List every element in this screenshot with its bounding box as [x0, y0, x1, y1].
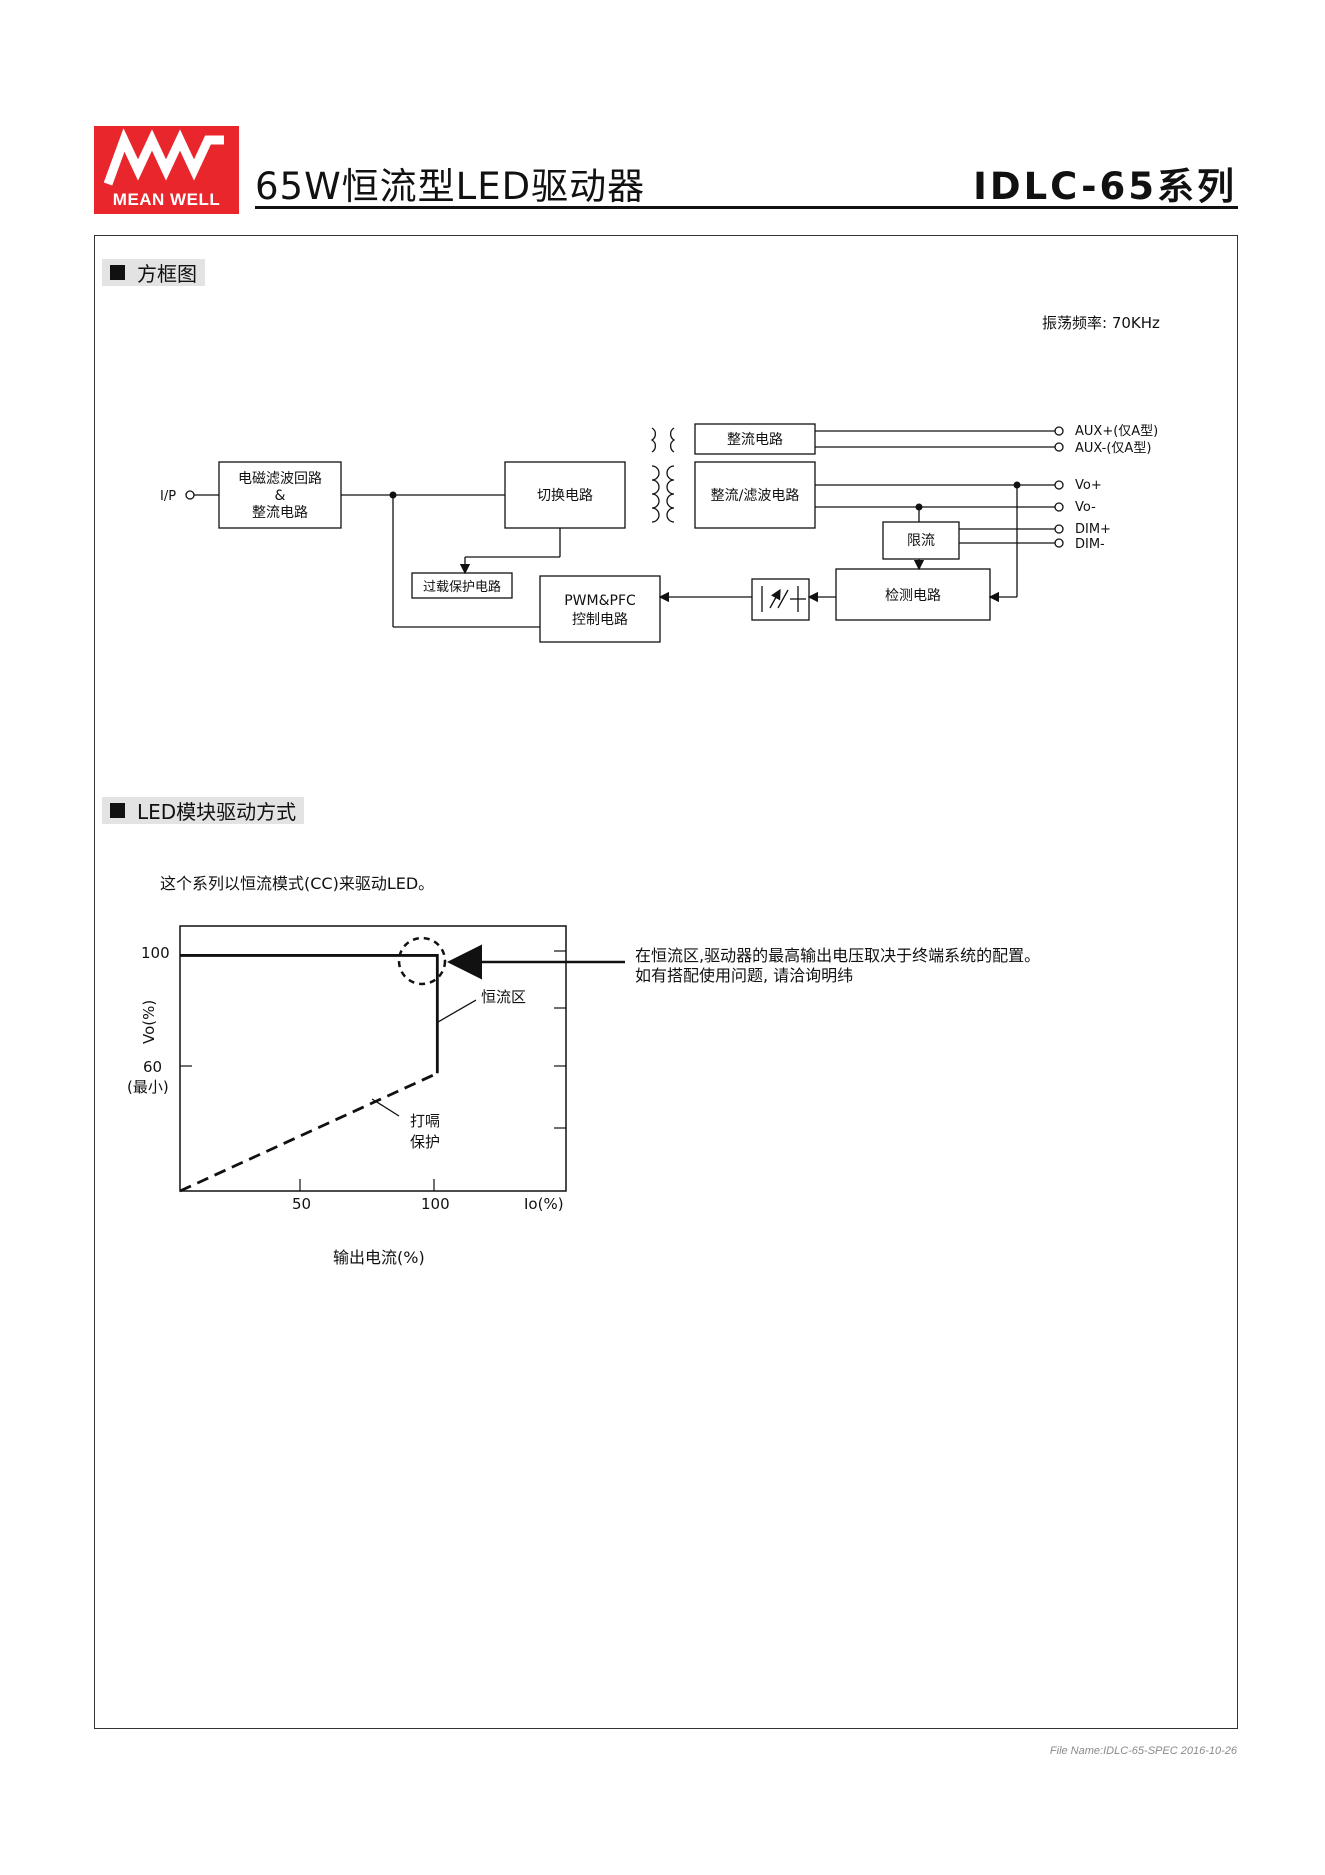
bullet-square	[110, 265, 125, 280]
vo-minus-label: Vo-	[1075, 500, 1096, 515]
led-drive-heading-text: LED模块驱动方式	[137, 800, 297, 824]
chart-series-layer	[179, 954, 439, 1193]
aux-rectifier-block	[694, 423, 816, 455]
detection-label: 检测电路	[885, 588, 941, 604]
aux-rectifier-label: 整流电路	[727, 432, 783, 448]
pwm-label-2: 控制电路	[572, 612, 628, 628]
oscillation-frequency: 振荡频率: 70KHz	[1042, 314, 1160, 332]
rectifier-filter-label: 整流/滤波电路	[711, 488, 800, 504]
series-name: IDLC-65系列	[973, 165, 1237, 208]
vo-plus-label: Vo+	[1075, 478, 1102, 493]
dim-plus-label: DIM+	[1075, 522, 1111, 537]
mean-well-logo: MEAN WELL	[94, 126, 239, 214]
y-tick-note: (最小)	[127, 1078, 169, 1096]
aux-minus-label: AUX-(仅A型)	[1075, 441, 1151, 456]
cc-region-note-line-2: 如有搭配使用问题, 请洽询明纬	[635, 966, 854, 985]
block-diagram-heading: 方框图	[102, 259, 205, 286]
cc-label-leader	[437, 999, 477, 1023]
cc-region-note-line-1: 在恒流区,驱动器的最高输出电压取决于终端系统的配置。	[635, 946, 1041, 965]
overload-label: 过载保护电路	[423, 579, 501, 595]
current-limit-block	[882, 521, 960, 560]
aux-plus-label: AUX+(仅A型)	[1075, 424, 1158, 439]
block-diagram-heading-text: 方框图	[137, 262, 197, 286]
dim-minus-label: DIM-	[1075, 537, 1105, 552]
y-tick-label: 60	[143, 1058, 162, 1076]
file-name-footer: File Name:IDLC-65-SPEC 2016-10-26	[1049, 1745, 1237, 1757]
page-title: 65W恒流型LED驱动器	[255, 165, 646, 208]
hiccup-label-1: 打嗝	[410, 1112, 440, 1130]
drive-mode-intro: 这个系列以恒流模式(CC)来驱动LED。	[160, 874, 435, 893]
emi-label-3: 整流电路	[252, 505, 308, 521]
emi-label-1: 电磁滤波回路	[238, 471, 322, 487]
led-drive-heading: LED模块驱动方式	[102, 797, 305, 824]
mw-logo-mark	[103, 128, 224, 186]
x-axis-label: Io(%)	[524, 1195, 564, 1213]
rectifier-filter-block	[694, 461, 816, 529]
y-axis-label: Vo(%)	[140, 1000, 158, 1044]
content-frame	[94, 235, 1238, 1729]
hiccup-label-leader	[371, 1098, 400, 1117]
logo-text: MEAN WELL	[112, 190, 221, 209]
cc-region-circle	[397, 936, 447, 986]
x-axis-caption: 输出电流(%)	[333, 1248, 425, 1267]
pwm-label-1: PWM&PFC	[564, 593, 636, 609]
current-limit-label: 限流	[907, 533, 935, 549]
x-tick-label: 100	[421, 1195, 450, 1213]
constant-current-line	[180, 954, 439, 1074]
bullet-square	[110, 803, 125, 818]
hiccup-label-2: 保护	[410, 1133, 440, 1151]
chart-frame-ticks	[180, 950, 566, 1191]
x-tick-label: 50	[292, 1195, 311, 1213]
pwm-pfc-block	[539, 575, 661, 643]
cc-region-note: 在恒流区,驱动器的最高输出电压取决于终端系统的配置。 如有搭配使用问题, 请洽询…	[635, 946, 1040, 986]
hiccup-protection-line	[179, 1071, 438, 1193]
emi-label-2: &	[275, 488, 286, 504]
switching-label: 切换电路	[537, 487, 593, 504]
y-tick-label: 100	[141, 944, 170, 962]
input-port-label: I/P	[160, 489, 176, 504]
cc-region-label: 恒流区	[481, 988, 526, 1006]
header-rule	[255, 206, 1238, 209]
chart-frame	[179, 925, 567, 1192]
